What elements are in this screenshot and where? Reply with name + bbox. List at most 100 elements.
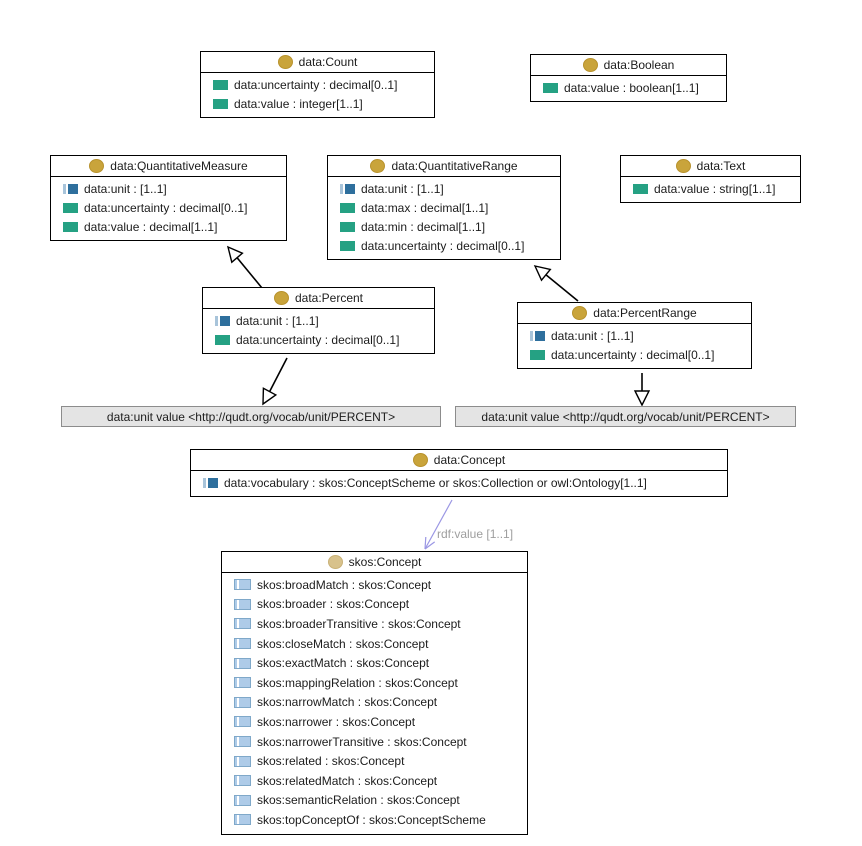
edge-percentrange-to-note: [633, 373, 651, 407]
note-text: data:unit value <http://qudt.org/vocab/u…: [106, 409, 396, 424]
class-box-data-text[interactable]: data:Text data:value : string[1..1]: [620, 155, 801, 203]
class-box-data-quantitativerange[interactable]: data:QuantitativeRange data:unit : [1..1…: [327, 155, 561, 260]
attribute-label: data:value : boolean[1..1]: [564, 80, 699, 95]
attribute-label: data:max : decimal[1..1]: [361, 200, 489, 215]
attribute-label: data:vocabulary : skos:ConceptScheme or …: [224, 475, 647, 490]
lightblue-attribute-icon: [234, 736, 251, 748]
attribute-row[interactable]: skos:semanticRelation : skos:Concept: [222, 791, 527, 811]
attribute-row[interactable]: data:max : decimal[1..1]: [328, 198, 560, 217]
class-box-skos-concept[interactable]: skos:Concept skos:broadMatch : skos:Conc…: [221, 551, 528, 835]
attribute-label: data:unit : [1..1]: [551, 328, 634, 343]
attribute-label: data:uncertainty : decimal[0..1]: [236, 332, 400, 347]
class-header: data:PercentRange: [518, 303, 751, 324]
class-name: data:Count: [298, 55, 358, 69]
attribute-row[interactable]: skos:narrowMatch : skos:Concept: [222, 693, 527, 713]
edge-percent-to-note: [262, 357, 288, 406]
class-header: skos:Concept: [222, 552, 527, 573]
class-name: data:Text: [696, 159, 746, 173]
attribute-label: skos:narrowMatch : skos:Concept: [257, 695, 438, 710]
class-name: data:QuantitativeMeasure: [110, 159, 248, 173]
note-percent-unit-value[interactable]: data:unit value <http://qudt.org/vocab/u…: [61, 406, 441, 427]
attribute-row[interactable]: skos:mappingRelation : skos:Concept: [222, 673, 527, 693]
attribute-row[interactable]: data:uncertainty : decimal[0..1]: [51, 198, 286, 217]
attribute-row[interactable]: data:unit : [1..1]: [203, 311, 434, 330]
class-icon: [273, 291, 289, 305]
class-box-data-quantitativemeasure[interactable]: data:QuantitativeMeasure data:unit : [1.…: [50, 155, 287, 241]
class-attributes: data:unit : [1..1] data:max : decimal[1.…: [328, 177, 560, 259]
edge-concept-to-skosconcept: [424, 499, 453, 550]
attribute-row[interactable]: data:vocabulary : skos:ConceptScheme or …: [191, 473, 727, 492]
class-icon: [277, 55, 293, 69]
attribute-row[interactable]: skos:closeMatch : skos:Concept: [222, 634, 527, 654]
attribute-row[interactable]: skos:broaderTransitive : skos:Concept: [222, 614, 527, 634]
attribute-row[interactable]: data:value : decimal[1..1]: [51, 217, 286, 236]
lightblue-attribute-icon: [234, 814, 251, 826]
teal-attribute-icon: [63, 221, 78, 232]
attribute-row[interactable]: data:unit : [1..1]: [518, 326, 751, 345]
attribute-label: skos:mappingRelation : skos:Concept: [257, 675, 458, 690]
class-box-data-concept[interactable]: data:Concept data:vocabulary : skos:Conc…: [190, 449, 728, 497]
attribute-label: skos:broadMatch : skos:Concept: [257, 577, 432, 592]
class-header: data:Boolean: [531, 55, 726, 76]
class-header: data:Concept: [191, 450, 727, 471]
class-header: data:QuantitativeMeasure: [51, 156, 286, 177]
attribute-row[interactable]: data:value : integer[1..1]: [201, 94, 434, 113]
attribute-label: data:uncertainty : decimal[0..1]: [551, 347, 715, 362]
lightblue-attribute-icon: [234, 716, 251, 728]
class-box-data-count[interactable]: data:Count data:uncertainty : decimal[0.…: [200, 51, 435, 118]
class-header: data:Percent: [203, 288, 434, 309]
class-name: data:Concept: [433, 453, 506, 467]
attribute-row[interactable]: skos:related : skos:Concept: [222, 751, 527, 771]
lightblue-attribute-icon: [234, 696, 251, 708]
class-box-data-boolean[interactable]: data:Boolean data:value : boolean[1..1]: [530, 54, 727, 102]
blue-attribute-icon: [215, 315, 230, 326]
class-attributes: data:unit : [1..1] data:uncertainty : de…: [51, 177, 286, 240]
attribute-row[interactable]: skos:topConceptOf : skos:ConceptScheme: [222, 810, 527, 830]
attribute-row[interactable]: skos:relatedMatch : skos:Concept: [222, 771, 527, 791]
attribute-row[interactable]: data:value : boolean[1..1]: [531, 78, 726, 97]
attribute-label: skos:closeMatch : skos:Concept: [257, 636, 429, 651]
attribute-row[interactable]: data:uncertainty : decimal[0..1]: [328, 236, 560, 255]
attribute-label: skos:relatedMatch : skos:Concept: [257, 773, 438, 788]
blue-attribute-icon: [340, 183, 355, 194]
class-box-data-percent[interactable]: data:Percent data:unit : [1..1] data:unc…: [202, 287, 435, 354]
teal-attribute-icon: [340, 202, 355, 213]
lightblue-attribute-icon: [234, 598, 251, 610]
attribute-label: data:uncertainty : decimal[0..1]: [361, 238, 525, 253]
class-name: data:Percent: [294, 291, 364, 305]
class-attributes: data:vocabulary : skos:ConceptScheme or …: [191, 471, 727, 496]
attribute-row[interactable]: data:uncertainty : decimal[0..1]: [203, 330, 434, 349]
teal-attribute-icon: [63, 202, 78, 213]
attribute-row[interactable]: data:value : string[1..1]: [621, 179, 800, 198]
lightblue-attribute-icon: [234, 579, 251, 591]
class-icon: [327, 555, 343, 569]
attribute-row[interactable]: skos:narrower : skos:Concept: [222, 712, 527, 732]
teal-attribute-icon: [213, 98, 228, 109]
note-text: data:unit value <http://qudt.org/vocab/u…: [481, 409, 770, 424]
note-percentrange-unit-value[interactable]: data:unit value <http://qudt.org/vocab/u…: [455, 406, 796, 427]
attribute-label: data:uncertainty : decimal[0..1]: [234, 77, 398, 92]
attribute-row[interactable]: data:unit : [1..1]: [51, 179, 286, 198]
class-box-data-percentrange[interactable]: data:PercentRange data:unit : [1..1] dat…: [517, 302, 752, 369]
attribute-row[interactable]: data:min : decimal[1..1]: [328, 217, 560, 236]
class-attributes: data:value : string[1..1]: [621, 177, 800, 202]
lightblue-attribute-icon: [234, 618, 251, 630]
class-header: data:QuantitativeRange: [328, 156, 560, 177]
attribute-row[interactable]: data:uncertainty : decimal[0..1]: [201, 75, 434, 94]
attribute-row[interactable]: data:unit : [1..1]: [328, 179, 560, 198]
class-icon: [412, 453, 428, 467]
attribute-row[interactable]: skos:narrowerTransitive : skos:Concept: [222, 732, 527, 752]
lightblue-attribute-icon: [234, 638, 251, 650]
class-header: data:Count: [201, 52, 434, 73]
attribute-row[interactable]: data:uncertainty : decimal[0..1]: [518, 345, 751, 364]
lightblue-attribute-icon: [234, 677, 251, 689]
attribute-label: data:value : string[1..1]: [654, 181, 776, 196]
attribute-label: data:unit : [1..1]: [236, 313, 319, 328]
teal-attribute-icon: [215, 334, 230, 345]
attribute-row[interactable]: skos:broader : skos:Concept: [222, 595, 527, 615]
class-icon: [89, 159, 105, 173]
class-icon: [572, 306, 588, 320]
attribute-row[interactable]: skos:exactMatch : skos:Concept: [222, 653, 527, 673]
attribute-row[interactable]: skos:broadMatch : skos:Concept: [222, 575, 527, 595]
